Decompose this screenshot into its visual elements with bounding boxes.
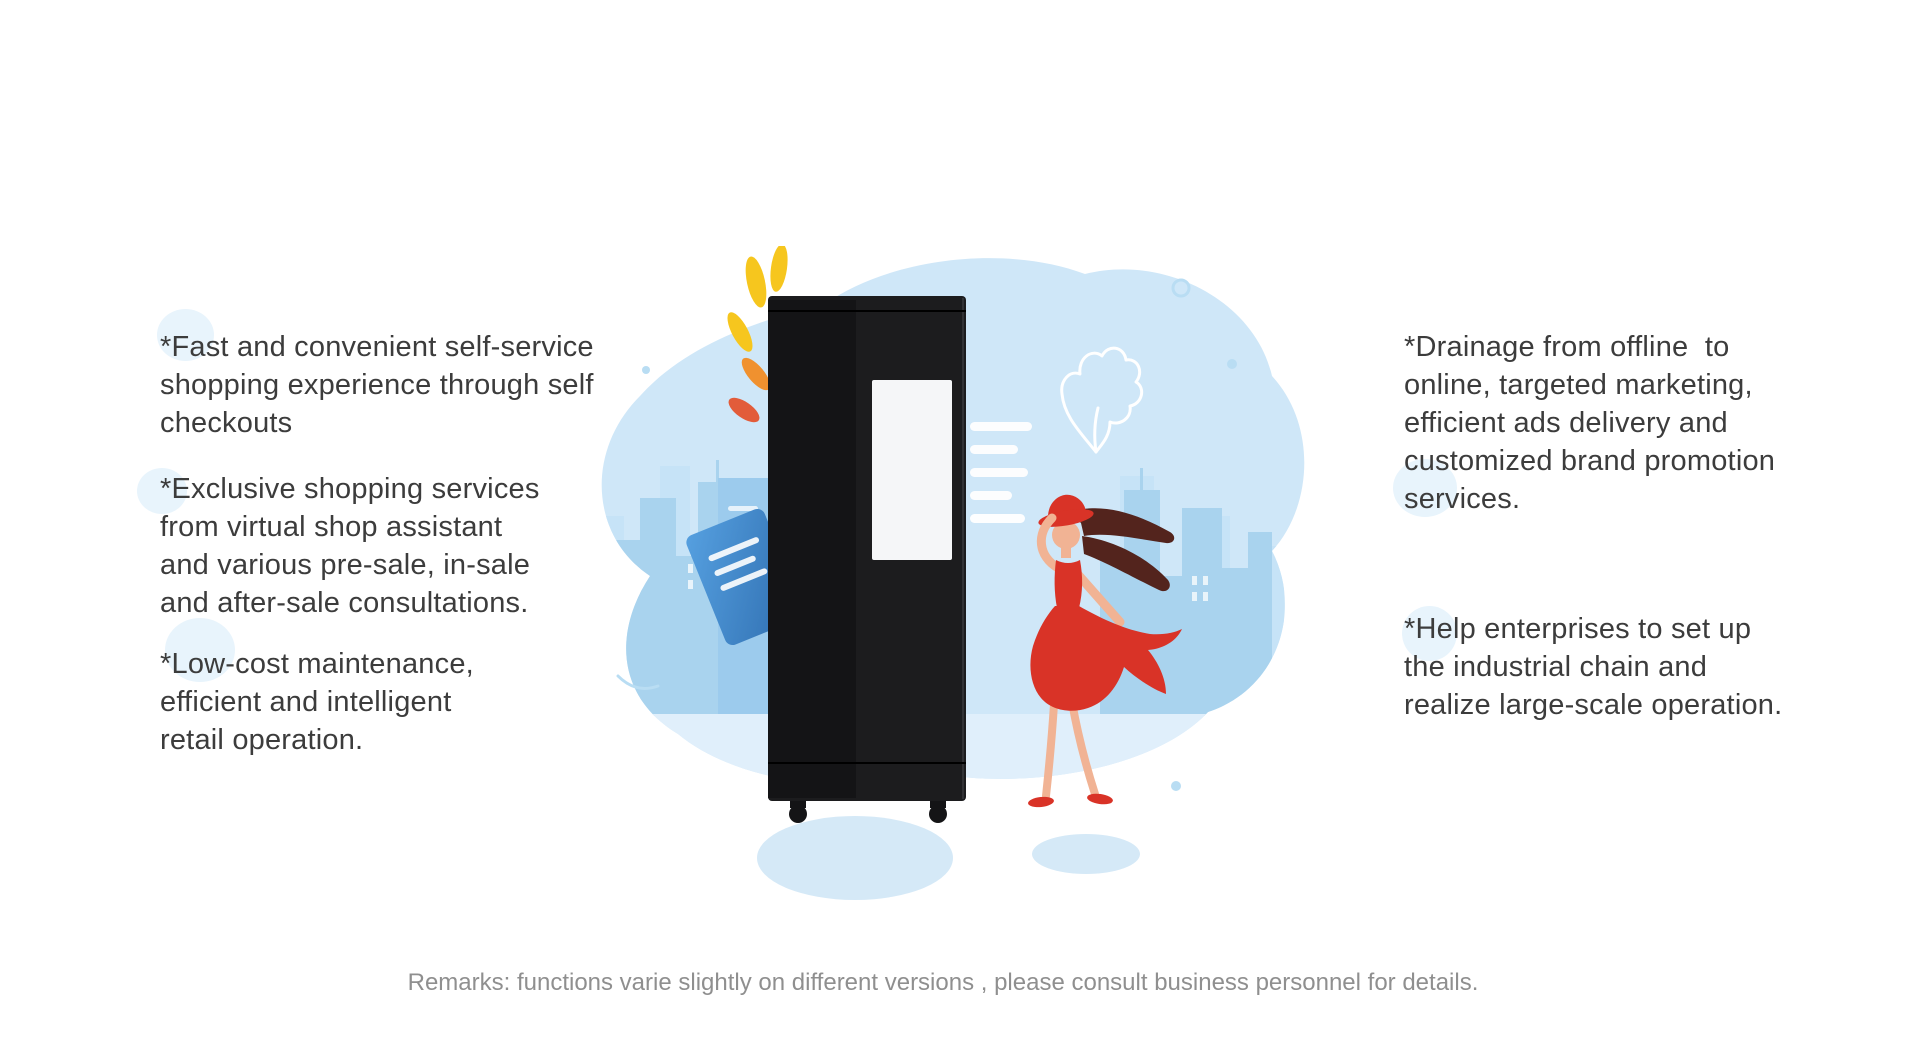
accent-blob	[137, 468, 187, 514]
benefit-paragraph-self-service: *Fast and convenient self-service shoppi…	[160, 331, 594, 439]
woman-dress-torso	[1054, 560, 1083, 608]
benefit-paragraph-low-cost: *Low-cost maintenance, efficient and int…	[160, 648, 474, 756]
accent-blob	[1393, 459, 1457, 517]
kiosk-screen	[872, 380, 952, 560]
benefit-paragraph-exclusive-services: *Exclusive shopping services from virtua…	[160, 473, 540, 619]
accent-blob	[1402, 606, 1457, 661]
woman-figure	[1028, 494, 1182, 808]
white-leaf-doodle	[1060, 346, 1144, 454]
woman-dress-skirt	[1030, 606, 1182, 711]
smart-kiosk-illustration	[601, 246, 1305, 900]
decor-dots	[616, 278, 1237, 791]
kiosk-machine	[768, 296, 966, 823]
accent-blob	[157, 309, 214, 361]
benefit-paragraph-enterprises: *Help enterprises to set up the industri…	[1404, 613, 1783, 721]
machine-shadow	[757, 816, 953, 900]
remarks-text: Remarks: functions varie slightly on dif…	[407, 969, 1479, 996]
white-list-lines	[970, 422, 1032, 523]
woman-shadow	[1032, 834, 1140, 874]
autumn-leaves	[727, 246, 788, 423]
benefit-paragraph-drainage: *Drainage from offline to online, target…	[1404, 331, 1776, 515]
accent-blob	[165, 618, 235, 682]
woman-head	[1052, 521, 1080, 549]
